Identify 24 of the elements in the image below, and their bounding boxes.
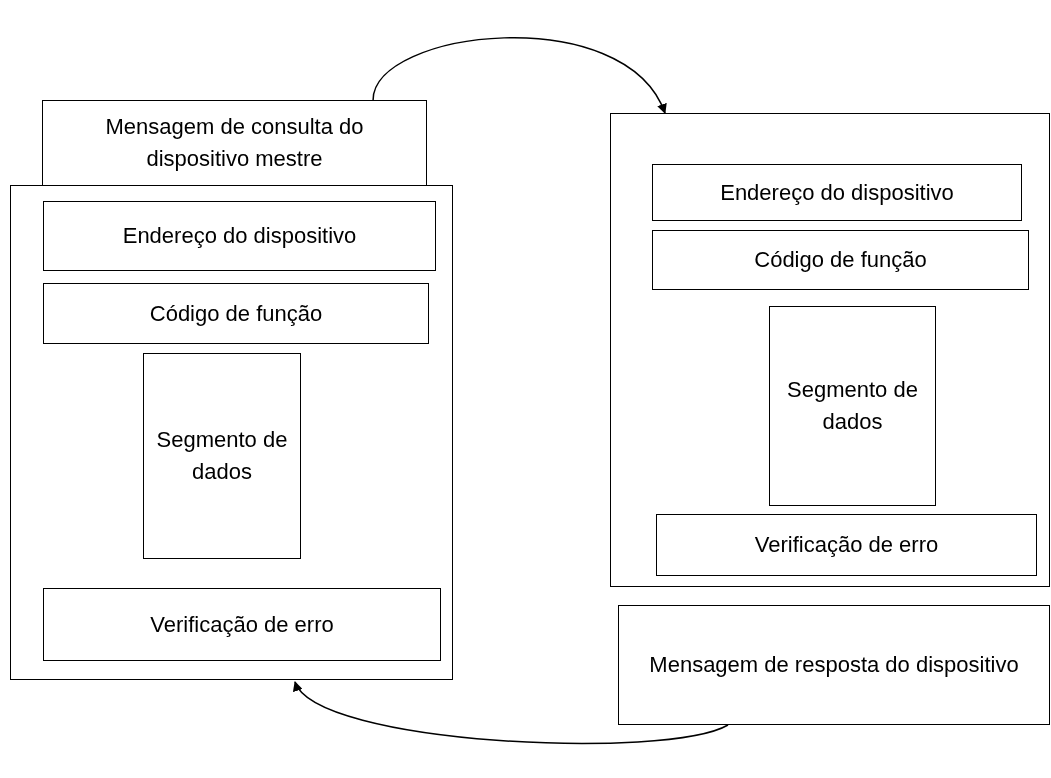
field-box	[618, 605, 1050, 725]
field-label: Código de função	[148, 299, 324, 328]
field-label: Código de função	[753, 246, 928, 274]
field-label: Verificação de erro	[753, 531, 940, 559]
field-box	[769, 306, 936, 506]
field-box	[652, 164, 1022, 221]
curved-arrow	[294, 681, 729, 745]
field-box	[143, 353, 301, 559]
field-label: Mensagem de consulta do dispositivo mestre	[104, 113, 365, 173]
frame-box	[610, 113, 1050, 587]
field-label: Verificação de erro	[149, 610, 335, 639]
field-box	[652, 230, 1029, 290]
field-box	[43, 588, 441, 661]
field-box	[42, 100, 427, 186]
field-box	[656, 514, 1037, 576]
field-label: Segmento de dados	[786, 376, 919, 436]
curved-arrow	[372, 37, 666, 114]
field-label: Endereço do dispositivo	[121, 222, 358, 250]
field-label: Segmento de dados	[155, 426, 289, 486]
field-label: Mensagem de resposta do dispositivo	[648, 651, 1020, 679]
field-box	[43, 201, 436, 271]
field-label: Endereço do dispositivo	[719, 178, 955, 207]
field-box	[43, 283, 429, 344]
frame-box	[10, 185, 453, 680]
